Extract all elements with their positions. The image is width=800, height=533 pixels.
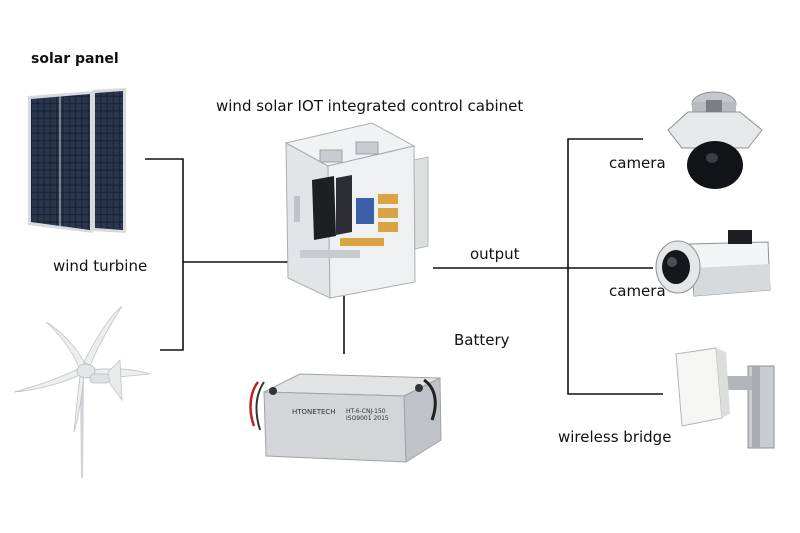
output-bracket-line <box>567 138 663 395</box>
battery-image <box>249 373 442 463</box>
battery-label: Battery <box>454 331 510 349</box>
wind-turbine-image <box>13 305 151 478</box>
wireless-bridge-label: wireless bridge <box>558 428 672 446</box>
cabinet-label: wind solar IOT integrated control cabine… <box>216 97 524 115</box>
camera-1-label: camera <box>609 154 666 172</box>
camera-2-label: camera <box>609 282 666 300</box>
dome-camera-image <box>667 91 763 189</box>
battery-cert-text: ISO9001 2015 <box>346 415 389 422</box>
output-label: output <box>470 245 520 263</box>
control-cabinet-image <box>284 122 429 299</box>
battery-model-text: HT-6-CNJ-150 <box>346 408 386 415</box>
wind-turbine-label: wind turbine <box>53 257 148 275</box>
input-bracket-line <box>145 158 184 351</box>
connection-lines <box>145 138 663 395</box>
bullet-camera-image <box>655 230 771 297</box>
solar-panel-image <box>28 88 126 233</box>
solar-panel-label: solar panel <box>31 51 119 67</box>
wireless-bridge-image <box>675 347 775 449</box>
battery-brand-text: HTONETECH <box>292 408 336 416</box>
